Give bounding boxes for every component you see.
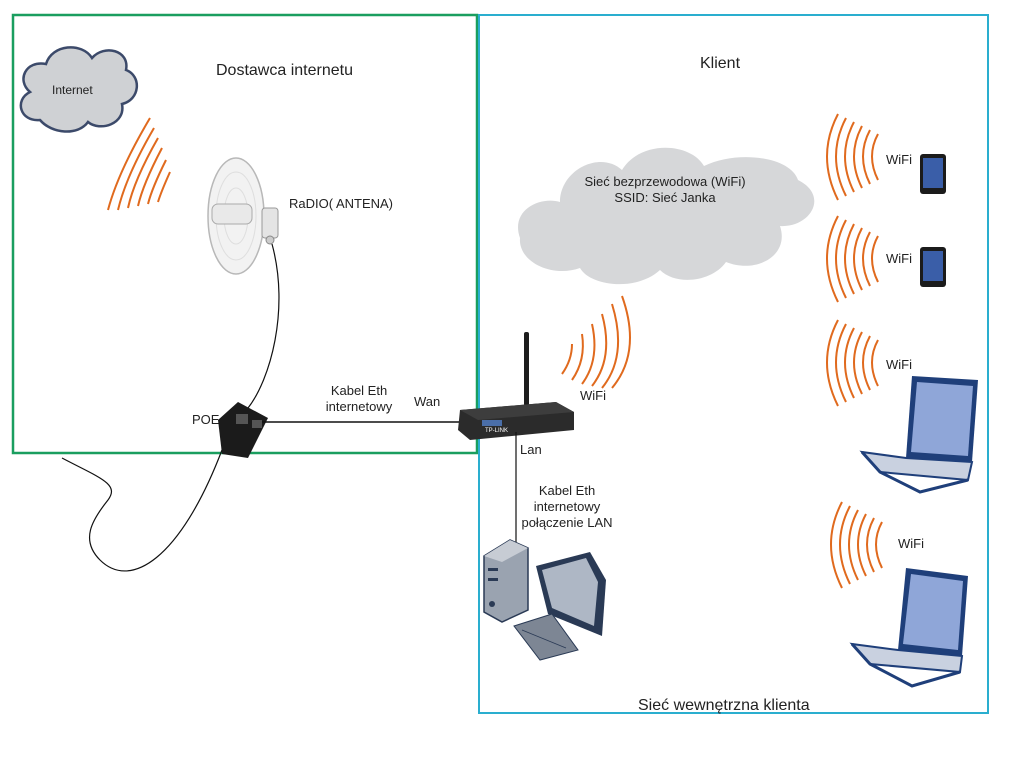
internet-cloud-label: Internet bbox=[52, 83, 93, 97]
antenna-dish-icon bbox=[207, 157, 279, 275]
wan-cable-label-line2: internetowy bbox=[325, 399, 393, 414]
device-waves bbox=[826, 113, 883, 589]
provider-zone-title: Dostawca internetu bbox=[216, 62, 353, 79]
router-brand: TP-LINK bbox=[485, 428, 508, 434]
lan-cable-label-line2: internetowy bbox=[533, 499, 601, 514]
router-waves-icon bbox=[561, 295, 631, 389]
poe-injector-icon bbox=[218, 402, 268, 458]
internet-cloud-icon bbox=[19, 46, 138, 133]
wan-label: Wan bbox=[414, 394, 441, 409]
tablet-1-icon bbox=[920, 154, 946, 194]
laptop-1-icon bbox=[859, 376, 978, 494]
radio-waves-icon bbox=[107, 117, 171, 211]
lan-cable-label-line3: połączenie LAN bbox=[521, 515, 613, 530]
antenna-cable bbox=[247, 243, 280, 409]
laptop-2-icon bbox=[849, 568, 968, 688]
device-2-wifi-label: WiFi bbox=[886, 251, 912, 266]
wifi-cloud-label-line2: SSID: Sieć Janka bbox=[614, 190, 716, 205]
client-zone-title: Klient bbox=[700, 55, 741, 72]
client-zone-border bbox=[478, 14, 989, 714]
wifi-network-cloud bbox=[518, 147, 815, 285]
lan-label: Lan bbox=[520, 442, 542, 457]
wan-cable-label-line1: Kabel Eth bbox=[330, 383, 388, 398]
lan-cable-label: Kabel Eth internetowy połączenie LAN bbox=[512, 483, 622, 531]
wifi-cloud-label: Sieć bezprzewodowa (WiFi) SSID: Sieć Jan… bbox=[570, 174, 760, 206]
wan-cable-label: Kabel Eth internetowy bbox=[318, 383, 400, 415]
poe-power-cable bbox=[61, 449, 223, 572]
wifi-cloud-label-line1: Sieć bezprzewodowa (WiFi) bbox=[584, 174, 746, 189]
antenna-label: RaDIO( ANTENA) bbox=[289, 196, 394, 211]
lan-cable-label-line1: Kabel Eth bbox=[538, 483, 596, 498]
router-icon bbox=[458, 332, 574, 440]
device-4-wifi-label: WiFi bbox=[898, 536, 924, 551]
device-1-wifi-label: WiFi bbox=[886, 152, 912, 167]
poe-label: POE bbox=[192, 412, 220, 427]
client-network-footer: Sieć wewnętrzna klienta bbox=[638, 697, 810, 714]
device-3-wifi-label: WiFi bbox=[886, 357, 912, 372]
tablet-2-icon bbox=[920, 247, 946, 287]
router-wifi-label: WiFi bbox=[580, 388, 606, 403]
desktop-computer-icon bbox=[483, 539, 606, 661]
